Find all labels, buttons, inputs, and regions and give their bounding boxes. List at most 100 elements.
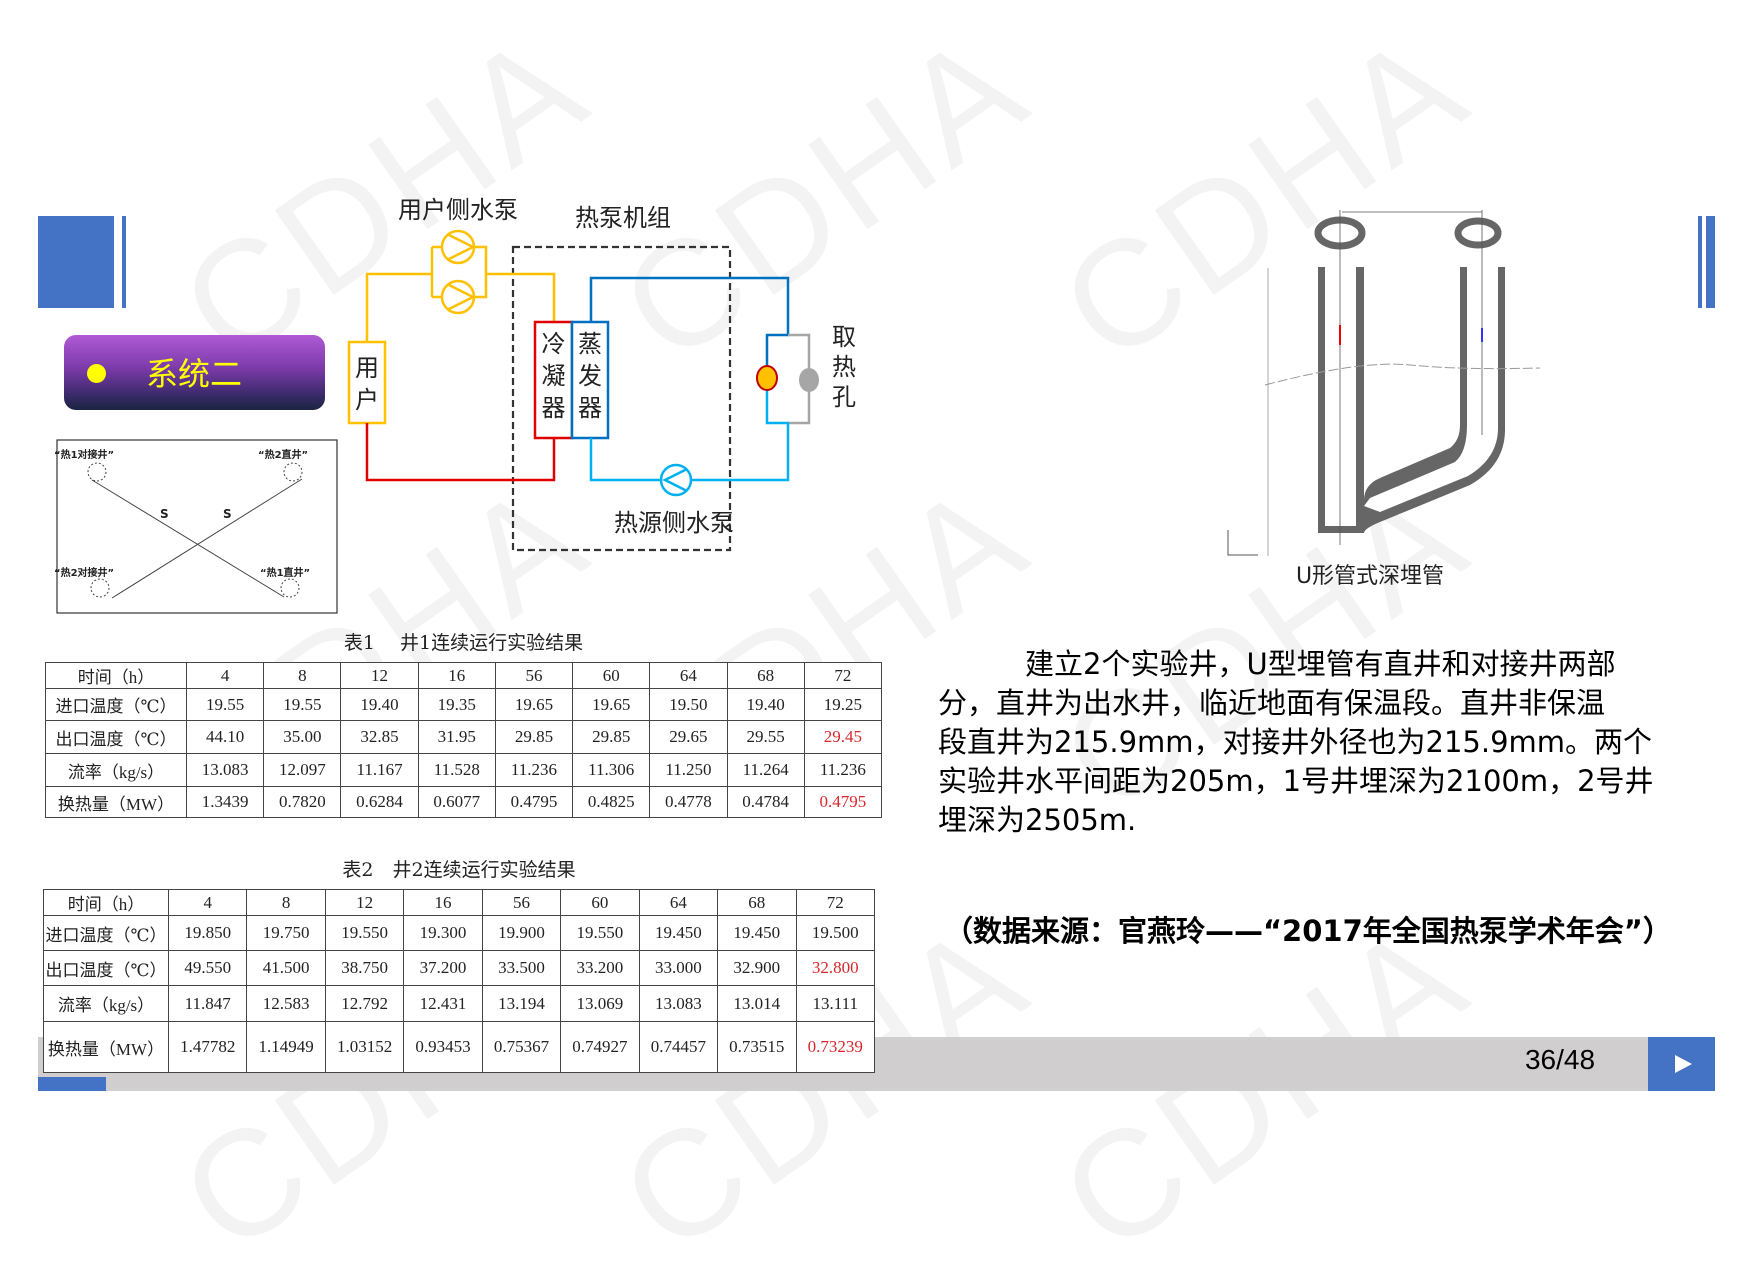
table-cell: 19.40 bbox=[340, 688, 419, 721]
table-cell: 0.75367 bbox=[481, 1021, 562, 1073]
table-cell: 19.55 bbox=[263, 688, 342, 721]
user-pump-label: 用户侧水泵 bbox=[398, 196, 518, 224]
table-cell: 0.73515 bbox=[717, 1021, 797, 1073]
table-cell: 19.50 bbox=[649, 688, 728, 721]
table-cell: 29.85 bbox=[572, 720, 651, 754]
table-cell: 13.111 bbox=[795, 985, 875, 1022]
row-label-cell: 出口温度（℃） bbox=[43, 950, 169, 986]
table-cell: 13.083 bbox=[638, 985, 719, 1022]
distance-line bbox=[111, 478, 303, 599]
user-label-2: 户 bbox=[355, 386, 379, 414]
table-cell: 12.097 bbox=[263, 753, 342, 787]
table-cell: 16 bbox=[417, 662, 496, 689]
table-cell: 0.4825 bbox=[572, 786, 651, 818]
table-cell: 0.74927 bbox=[560, 1021, 640, 1073]
table-cell: 11.250 bbox=[649, 753, 728, 787]
description-line: 段直井为215.9mm，对接井外径也为215.9mm。两个 bbox=[938, 725, 1653, 759]
title-block-decoration bbox=[38, 216, 114, 308]
description-paragraph: 建立2个实验井，U型埋管有直井和对接井两部 分，直井为出水井，临近地面有保温段。… bbox=[938, 645, 1698, 840]
table-cell: 19.900 bbox=[481, 915, 562, 951]
distance-line bbox=[91, 479, 285, 598]
table-cell: 0.4795 bbox=[803, 786, 883, 818]
bullet-icon bbox=[87, 364, 106, 383]
table-cell: 11.167 bbox=[340, 753, 419, 787]
wellhead-ring-icon bbox=[1454, 217, 1502, 249]
table-cell: 19.40 bbox=[726, 688, 805, 721]
table-cell: 64 bbox=[638, 889, 719, 916]
next-slide-button[interactable] bbox=[1648, 1037, 1715, 1091]
table-cell: 19.55 bbox=[185, 688, 265, 721]
source-pump-label: 热源侧水泵 bbox=[614, 509, 734, 537]
table-cell: 11.306 bbox=[572, 753, 651, 787]
table-cell: 49.550 bbox=[167, 950, 248, 986]
u-pipe-caption: U形管式深埋管 bbox=[1296, 564, 1444, 589]
description-line: 分，直井为出水井，临近地面有保温段。直井非保温 bbox=[938, 686, 1606, 720]
table-cell: 11.528 bbox=[417, 753, 496, 787]
table-cell: 29.55 bbox=[726, 720, 805, 754]
table-cell: 0.74457 bbox=[638, 1021, 719, 1073]
progress-fill bbox=[38, 1077, 106, 1091]
table-cell: 4 bbox=[185, 662, 265, 689]
table-cell: 4 bbox=[167, 889, 248, 916]
table-cell: 8 bbox=[263, 662, 342, 689]
table-cell: 33.000 bbox=[638, 950, 719, 986]
table-cell: 19.300 bbox=[403, 915, 483, 951]
row-label-cell: 出口温度（℃） bbox=[45, 720, 187, 754]
table2-title: 表2 井2连续运行实验结果 bbox=[342, 859, 576, 881]
table-cell: 35.00 bbox=[263, 720, 342, 754]
table-cell: 0.6077 bbox=[417, 786, 496, 818]
table-cell: 0.93453 bbox=[403, 1021, 483, 1073]
table-cell: 19.450 bbox=[638, 915, 719, 951]
table-cell: 11.236 bbox=[803, 753, 883, 787]
table-cell: 19.450 bbox=[717, 915, 797, 951]
table-cell: 0.4778 bbox=[649, 786, 728, 818]
table-cell: 12.431 bbox=[403, 985, 483, 1022]
table1-title: 表1 井1连续运行实验结果 bbox=[343, 632, 584, 654]
table-cell: 68 bbox=[726, 662, 805, 689]
table-cell: 12 bbox=[324, 889, 405, 916]
table-cell: 60 bbox=[560, 889, 640, 916]
section-badge: 系统二 bbox=[64, 335, 325, 410]
table-cell: 29.85 bbox=[494, 720, 574, 754]
table-cell: 32.900 bbox=[717, 950, 797, 986]
row-label-cell: 进口温度（℃） bbox=[43, 915, 169, 951]
condenser-box bbox=[533, 320, 574, 440]
table-cell: 29.45 bbox=[803, 720, 883, 754]
heat-pump-unit-boundary bbox=[511, 245, 732, 552]
table-cell: 33.200 bbox=[560, 950, 640, 986]
table-cell: 32.800 bbox=[795, 950, 875, 986]
table-cell: 13.083 bbox=[185, 753, 265, 787]
row-label-cell: 时间（h） bbox=[45, 662, 187, 689]
u-pipe-diagram: U形管式深埋管 bbox=[1227, 210, 1540, 589]
well-label: “热1对接井” bbox=[54, 448, 114, 461]
data-source-note: （数据来源：官燕玲——“2017年全国热泵学术年会”） bbox=[944, 914, 1672, 948]
table-cell: 16 bbox=[403, 889, 483, 916]
page-number: 36/48 bbox=[1524, 1044, 1596, 1075]
table-cell: 19.65 bbox=[494, 688, 574, 721]
table-cell: 19.65 bbox=[572, 688, 651, 721]
table-cell: 11.264 bbox=[726, 753, 805, 787]
table-cell: 44.10 bbox=[185, 720, 265, 754]
table-cell: 68 bbox=[717, 889, 797, 916]
table-cell: 12.583 bbox=[246, 985, 326, 1022]
table-cell: 13.194 bbox=[481, 985, 562, 1022]
source-pump-icon bbox=[659, 463, 693, 497]
table-cell: 1.47782 bbox=[167, 1021, 248, 1073]
table-cell: 19.550 bbox=[560, 915, 640, 951]
table-cell: 1.03152 bbox=[324, 1021, 405, 1073]
heat-hole-label: 取热孔 bbox=[832, 323, 856, 411]
table-cell: 11.236 bbox=[494, 753, 574, 787]
table-cell: 32.85 bbox=[340, 720, 419, 754]
table-cell: 31.95 bbox=[417, 720, 496, 754]
user-pump-icon bbox=[440, 279, 476, 315]
title-bar-decoration bbox=[122, 216, 126, 308]
right-bar-decoration bbox=[1698, 216, 1702, 308]
table-cell: 37.200 bbox=[403, 950, 483, 986]
section-badge-label: 系统二 bbox=[146, 355, 243, 393]
row-label-cell: 时间（h） bbox=[43, 889, 169, 916]
